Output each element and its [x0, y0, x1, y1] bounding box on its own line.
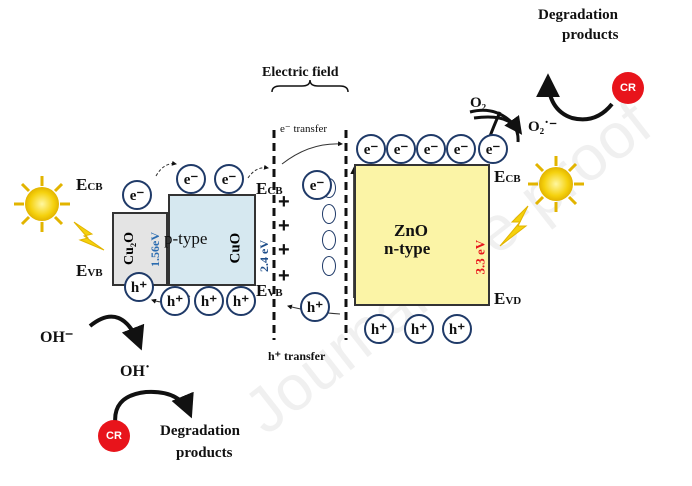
hydroxide-label: OH⁻	[40, 329, 74, 346]
cu2o-label: Cu₂O	[122, 232, 137, 265]
evb-label-left: EVB	[76, 261, 103, 280]
cu2o-band	[112, 212, 168, 286]
electron: e⁻	[122, 180, 152, 210]
hydroxyl-radical-label: OH˙	[120, 363, 151, 380]
negative-charge	[322, 230, 336, 250]
electron-hop-arrow-1	[155, 160, 177, 177]
cu2o-bandgap-label: 1.56eV	[148, 232, 162, 267]
degradation-label-bottom: Degradation	[160, 423, 240, 439]
electron-transfer-arrow	[281, 141, 343, 165]
cuo-band	[168, 194, 256, 286]
products-label-bottom: products	[176, 445, 233, 461]
oh-oxidation-arrow	[88, 314, 145, 351]
degradation-arrow-bottom	[113, 389, 194, 429]
evb-label-right: EVD	[494, 289, 522, 308]
hole: h⁺	[124, 272, 154, 302]
electron: e⁻	[416, 134, 446, 164]
electron: e⁻	[176, 164, 206, 194]
electron: e⁻	[478, 134, 508, 164]
sun-icon-left	[14, 176, 105, 251]
electric-field-label: Electric field	[262, 65, 339, 80]
evb-label-middle: EVB	[256, 281, 283, 300]
electron-hop-arrow-2	[247, 164, 269, 179]
electron: e⁻	[356, 134, 386, 164]
cuo-bandgap-label: 2.4 eV	[257, 240, 271, 272]
sun-icon-right	[499, 156, 584, 247]
positive-charge: +	[278, 215, 290, 237]
negative-charge	[322, 256, 336, 276]
o2-label: O₂	[470, 95, 487, 111]
hole-transfer-label: h⁺ transfer	[268, 349, 326, 363]
hole: h⁺	[160, 286, 190, 316]
hole: h⁺	[194, 286, 224, 316]
ecb-label-left: ECB	[76, 175, 103, 194]
electron: e⁻	[446, 134, 476, 164]
positive-charge: +	[278, 191, 290, 213]
hole: h⁺	[404, 314, 434, 344]
degradation-arrow-top	[536, 73, 614, 122]
degradation-label-top: Degradation	[538, 7, 618, 23]
hole: h⁺	[300, 292, 330, 322]
electron: e⁻	[386, 134, 416, 164]
superoxide-label: O₂˙⁻	[528, 119, 558, 135]
cuo-label: CuO	[227, 232, 244, 264]
cr-dye-bottom: CR	[98, 420, 130, 452]
hole: h⁺	[364, 314, 394, 344]
electron: e⁻	[302, 170, 332, 200]
p-type-label: p-type	[164, 229, 208, 248]
ecb-label-middle: ECB	[256, 179, 283, 198]
zno-label: ZnO	[394, 221, 429, 240]
negative-charge	[322, 204, 336, 224]
positive-charge: +	[278, 239, 290, 261]
positive-charge: +	[278, 265, 290, 287]
n-type-label: n-type	[384, 239, 431, 258]
hole: h⁺	[442, 314, 472, 344]
products-label-top: products	[562, 27, 619, 43]
cr-dye-top: CR	[612, 72, 644, 104]
ecb-label-right: ECB	[494, 167, 521, 186]
hole: h⁺	[226, 286, 256, 316]
zno-bandgap-label: 3.3 eV	[472, 239, 488, 275]
electric-field-brace	[271, 79, 349, 93]
electron: e⁻	[214, 164, 244, 194]
zno-band	[354, 164, 490, 306]
electron-transfer-label: e⁻ transfer	[280, 123, 328, 135]
